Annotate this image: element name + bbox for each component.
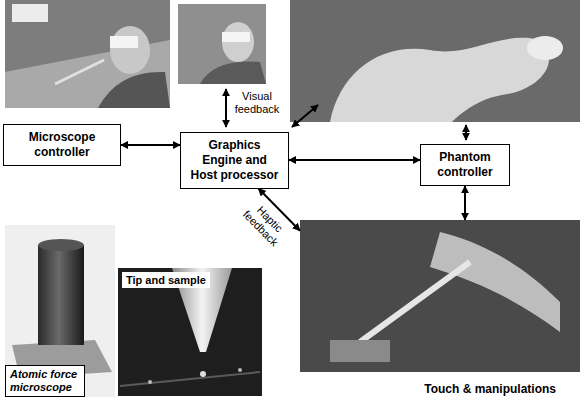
edge-group [121, 145, 465, 231]
controller-box: Phantom controller [420, 144, 510, 186]
illustration-part [120, 372, 260, 386]
illustration-part [98, 72, 170, 108]
illustration-part [200, 371, 206, 377]
illustration-part [360, 262, 470, 342]
double-arrow [121, 144, 180, 146]
host-processor-box: Graphics Engine and Host processor [180, 132, 289, 189]
illustration-part [430, 232, 560, 332]
illustration-part [110, 36, 138, 48]
photo-panel: Atomic force microscope [5, 225, 115, 397]
box-label: Phantom controller [429, 150, 501, 180]
double-arrow [464, 186, 466, 220]
illustration-part [330, 38, 549, 122]
visual-arrow [292, 105, 318, 127]
illustration-part [38, 239, 84, 251]
photo-panel: Tip and sample [118, 268, 262, 396]
illustration-part [12, 4, 48, 22]
touch-photo [300, 220, 580, 372]
photo-panel: Touch & manipulations [300, 220, 580, 398]
photo-caption: Touch & manipulations [424, 382, 556, 396]
tip-photo [118, 268, 262, 396]
illustration-part [5, 0, 170, 108]
illustration-part [38, 245, 84, 345]
illustration-part [148, 380, 152, 384]
illustration-part [527, 36, 563, 60]
feedback-label: Visual feedback [232, 90, 282, 116]
feedback-label: Haptic feedback [238, 197, 292, 251]
illustration-part [222, 32, 250, 42]
hand-photo [290, 0, 580, 122]
illustration-part [55, 60, 104, 84]
viewer-photo [178, 4, 266, 84]
box-label: Microscope controller [12, 130, 112, 160]
illustration-part [118, 268, 262, 396]
illustration-part [330, 340, 390, 362]
double-arrow [289, 159, 420, 161]
controller-box: Microscope controller [3, 124, 121, 166]
illustration-part [5, 225, 115, 397]
box-label: Graphics Engine and Host processor [189, 138, 280, 183]
illustration-part [200, 61, 266, 84]
illustration-part [238, 368, 242, 372]
photo-caption: Tip and sample [122, 272, 210, 288]
illustration-part [222, 22, 254, 62]
illustration-part [290, 0, 580, 122]
illustration-part [110, 26, 150, 74]
visual-arrow [225, 89, 227, 127]
illustration-part [300, 220, 580, 372]
microscope-photo [5, 225, 115, 397]
illustration-part [178, 4, 266, 84]
photo-caption: Atomic force microscope [5, 365, 85, 397]
phantom-arrow [465, 125, 467, 140]
operator-photo [5, 0, 170, 108]
